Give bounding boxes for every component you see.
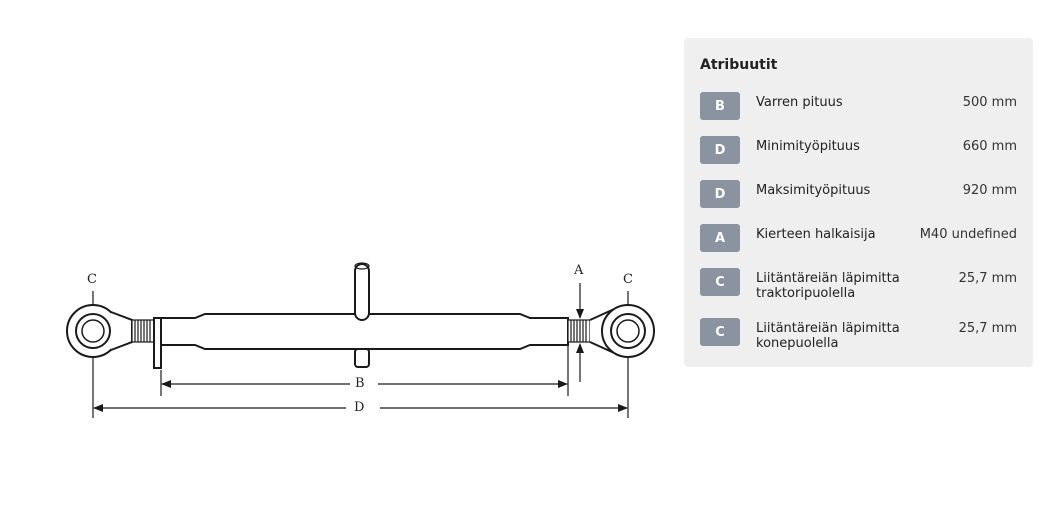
attribute-name: Minimityöpituus	[756, 139, 860, 154]
left-thread	[131, 319, 155, 343]
adjust-handle	[354, 262, 370, 368]
attributes-title: Atribuutit	[700, 57, 778, 73]
attribute-name: Maksimityöpituus	[756, 183, 871, 198]
left-collar	[153, 317, 162, 369]
attribute-name: Liitäntäreiän läpimitta konepuolella	[756, 321, 900, 351]
attribute-row: C Liitäntäreiän läpimitta traktoripuolel…	[700, 268, 1017, 308]
attribute-row: D Minimityöpituus 660 mm	[700, 136, 1017, 176]
attribute-code-badge: A	[700, 224, 740, 252]
attribute-value: 500 mm	[962, 95, 1017, 110]
left-ball-joint	[66, 304, 133, 358]
label-c-right: C	[623, 272, 633, 287]
attribute-row: D Maksimityöpituus 920 mm	[700, 180, 1017, 220]
attribute-value: M40 undefined	[919, 227, 1017, 242]
attribute-value: 25,7 mm	[958, 321, 1017, 336]
attribute-value: 920 mm	[962, 183, 1017, 198]
attributes-panel: Atribuutit B Varren pituus 500 mm D Mini…	[684, 38, 1033, 367]
label-b: B	[355, 376, 365, 391]
attribute-code-badge: D	[700, 180, 740, 208]
attribute-row: B Varren pituus 500 mm	[700, 92, 1017, 132]
label-d: D	[354, 400, 365, 415]
attribute-value: 660 mm	[962, 139, 1017, 154]
attribute-code-badge: B	[700, 92, 740, 120]
attribute-row: A Kierteen halkaisija M40 undefined	[700, 224, 1017, 264]
attribute-code-badge: C	[700, 268, 740, 296]
attribute-code-badge: C	[700, 318, 740, 346]
attribute-value: 25,7 mm	[958, 271, 1017, 286]
top-link-drawing	[66, 262, 655, 418]
attribute-row: C Liitäntäreiän läpimitta konepuolella 2…	[700, 318, 1017, 358]
label-c-left: C	[87, 272, 97, 287]
label-a: A	[574, 263, 584, 278]
attribute-name: Kierteen halkaisija	[756, 227, 876, 242]
right-thread	[567, 319, 591, 343]
attribute-code-badge: D	[700, 136, 740, 164]
right-ball-joint	[589, 304, 655, 358]
attribute-name: Liitäntäreiän läpimitta traktoripuolella	[756, 271, 900, 301]
attribute-name: Varren pituus	[756, 95, 843, 110]
top-link-diagram: C C A B D	[66, 262, 655, 418]
